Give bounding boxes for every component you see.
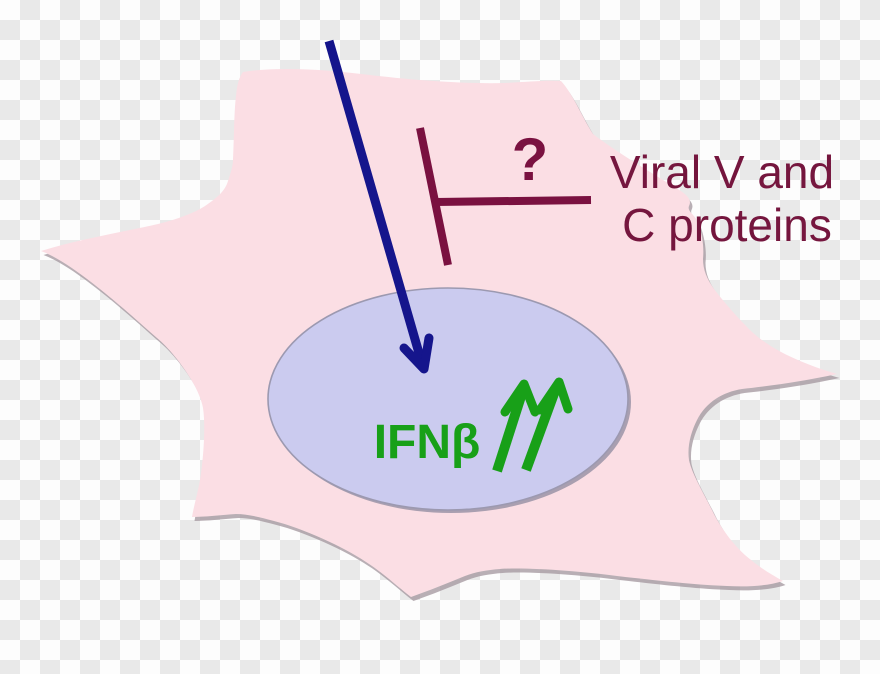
viral-proteins-label-line1: Viral V and [610, 146, 834, 198]
ifnb-label: IFNβ [374, 416, 481, 469]
inhibition-tbar-icon [416, 127, 592, 266]
question-mark-label: ? [512, 126, 549, 193]
green-up-arrows-icon [492, 377, 573, 473]
blue-down-arrow-icon [324, 39, 434, 374]
nucleus [267, 287, 629, 511]
viral-proteins-label-line2: C proteins [622, 199, 832, 251]
